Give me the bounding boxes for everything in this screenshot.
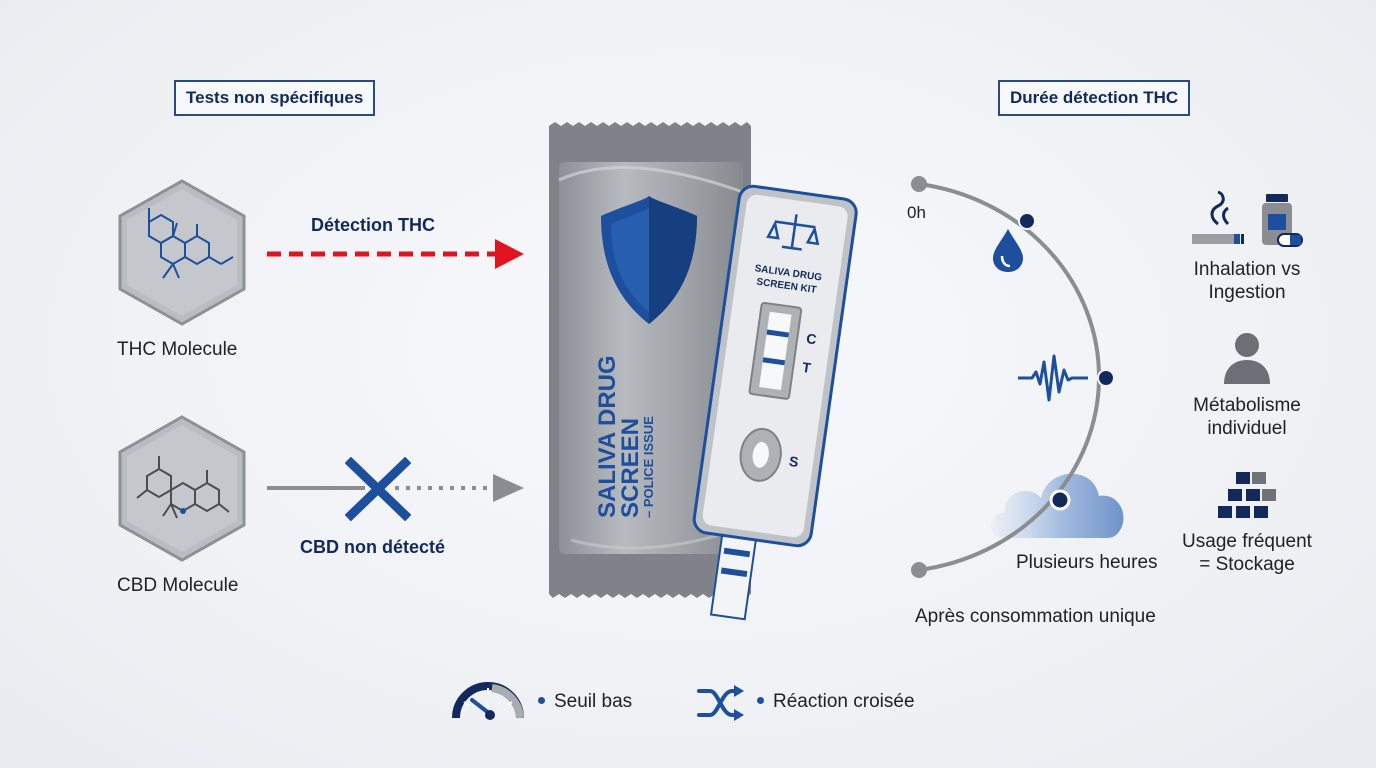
pouch-text-line2: SCREEN (617, 418, 644, 518)
factor-metabolism-label: Métabolisme individuel (1177, 394, 1317, 440)
test-cassette: SALIVA DRUG SCREEN KIT C T S (692, 184, 858, 621)
pouch-text-line1: SALIVA DRUG (594, 355, 621, 518)
sample-mark: S (788, 453, 799, 470)
cross-reaction-icon (697, 685, 744, 721)
control-mark: C (805, 330, 817, 347)
factor-inhalation-label: Inhalation vs Ingestion (1177, 258, 1317, 304)
detection-window-label: Plusieurs heures (1016, 552, 1158, 573)
cbd-not-detected-label: CBD non détecté (300, 537, 446, 557)
cbd-blocked-arrow (267, 474, 524, 502)
inhalation-ingestion-icon (1192, 190, 1303, 247)
blocked-cross-icon (345, 457, 411, 521)
pouch-text-line3: – POLICE ISSUE (641, 416, 656, 518)
gauge-icon (452, 682, 524, 720)
left-section-title: Tests non spécifiques (174, 80, 376, 116)
detection-timeline-arc (911, 176, 1115, 578)
thc-detection-arrow (267, 239, 524, 269)
right-section-title: Durée détection THC (998, 80, 1191, 116)
person-icon (1224, 333, 1270, 384)
test-mark: T (801, 359, 812, 376)
timeline-start-label: 0h (907, 203, 926, 222)
signal-wave-icon (1018, 354, 1088, 402)
cbd-molecule-icon (118, 415, 246, 562)
storage-blocks-icon (1218, 472, 1276, 518)
timeline-start-point (911, 176, 927, 192)
cbd-molecule-label: CBD Molecule (117, 575, 239, 596)
thc-molecule-icon (118, 179, 246, 326)
single-use-label: Après consommation unique (915, 606, 1156, 627)
factor-metabolism-text: Métabolisme individuel (1193, 395, 1301, 439)
legend-bullet-2 (757, 697, 764, 704)
test-line (762, 357, 786, 366)
legend-bullet-1 (538, 697, 545, 704)
saliva-drop-icon (993, 229, 1023, 272)
factor-inhalation-text: Inhalation vs Ingestion (1193, 259, 1301, 303)
factor-storage-text: Usage fréquent = Stockage (1182, 531, 1312, 575)
control-line (766, 329, 790, 338)
legend-cross-reaction-label: Réaction croisée (773, 691, 915, 712)
legend-low-threshold-label: Seuil bas (554, 691, 633, 712)
factor-storage-label: Usage fréquent = Stockage (1167, 530, 1327, 576)
timeline-end-point (911, 562, 927, 578)
thc-detection-label: Détection THC (311, 215, 436, 235)
thc-molecule-label: THC Molecule (117, 339, 238, 360)
